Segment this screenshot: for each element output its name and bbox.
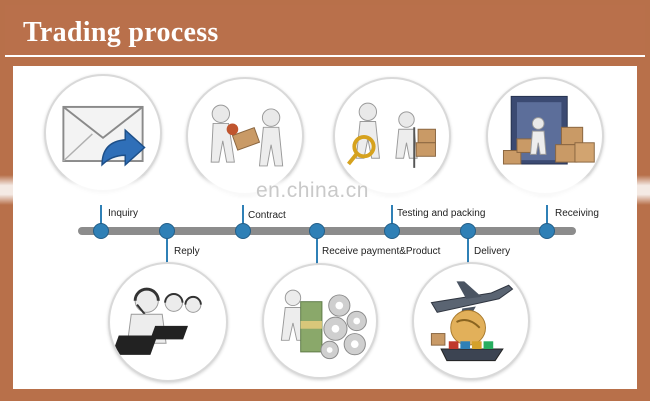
timeline-node-receive-payment: [309, 223, 325, 239]
tick-inquiry: [100, 205, 102, 225]
page-title: Trading process: [23, 17, 219, 48]
customer-service-headset-icon: [108, 262, 228, 382]
watermark-band: [0, 175, 650, 205]
timeline-bar: [78, 227, 576, 235]
cargo-plane-ship-icon: [412, 262, 530, 380]
step-label-receive-payment: Receive payment&Product: [322, 246, 441, 257]
tick-reply: [166, 238, 168, 264]
tick-contract: [242, 205, 244, 225]
step-label-contract: Contract: [248, 210, 286, 221]
tick-testing: [391, 205, 393, 225]
timeline-node-contract: [235, 223, 251, 239]
step-label-delivery: Delivery: [474, 246, 511, 257]
watermark-text: en.china.cn: [256, 179, 369, 202]
step-label-inquiry: Inquiry: [108, 208, 139, 219]
timeline-node-delivery: [460, 223, 476, 239]
money-and-gears-icon: [262, 263, 378, 379]
step-label-receiving: Receiving: [555, 208, 599, 219]
timeline-node-inquiry: [93, 223, 109, 239]
timeline-node-reply: [159, 223, 175, 239]
timeline-node-testing: [384, 223, 400, 239]
step-label-testing: Testing and packing: [397, 208, 486, 219]
step-label-reply: Reply: [174, 246, 200, 257]
header-bar: Trading process: [5, 5, 645, 57]
tick-delivery: [467, 238, 469, 264]
tick-receive-payment: [316, 238, 318, 264]
timeline-node-receiving: [539, 223, 555, 239]
tick-receiving: [546, 205, 548, 225]
envelope-reply-icon: [44, 74, 162, 192]
